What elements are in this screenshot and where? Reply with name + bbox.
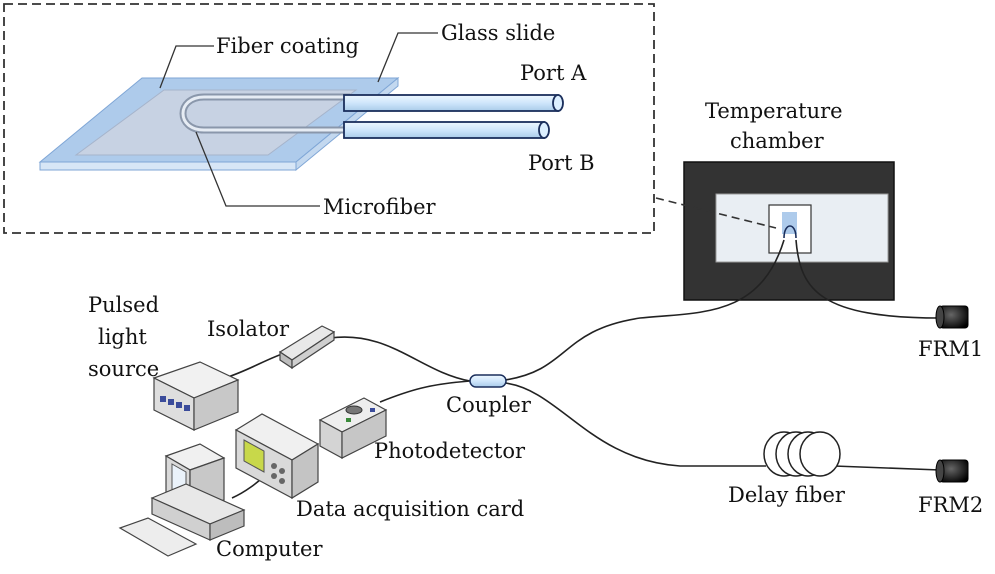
fiber-tube-port-a	[343, 94, 564, 112]
inset-connector-dashed	[655, 197, 777, 229]
delay-fiber-coil	[763, 431, 841, 477]
label-delay-fiber: Delay fiber	[728, 483, 846, 507]
label-daq: Data acquisition card	[296, 497, 524, 521]
keyboard	[118, 517, 198, 557]
pulsed-light-source	[152, 361, 240, 431]
frm1-mirror	[935, 305, 969, 329]
frm2-mirror	[935, 459, 969, 483]
leader-fiber-coating	[159, 45, 214, 89]
label-coupler: Coupler	[446, 393, 532, 417]
leader-glass-slide	[377, 32, 438, 83]
temperature-chamber	[683, 161, 895, 301]
label-port-b: Port B	[528, 151, 595, 175]
inset-dashed-box	[3, 3, 655, 234]
label-computer: Computer	[216, 537, 323, 561]
data-acquisition-card	[234, 413, 320, 500]
label-light: light	[98, 325, 147, 349]
label-isolator: Isolator	[207, 317, 290, 341]
label-chamber: chamber	[730, 129, 825, 153]
label-glass-slide: Glass slide	[441, 21, 555, 45]
label-source: source	[88, 357, 159, 381]
label-frm1: FRM1	[918, 337, 983, 361]
label-port-a: Port A	[520, 61, 587, 85]
label-fiber-coating: Fiber coating	[216, 34, 359, 58]
label-microfiber: Microfiber	[323, 195, 437, 219]
computer	[118, 443, 246, 557]
label-temperature: Temperature	[705, 99, 843, 123]
fiber-coating-layer	[74, 89, 358, 156]
label-photodetector: Photodetector	[374, 439, 526, 463]
label-frm2: FRM2	[918, 493, 983, 517]
leader-microfiber	[195, 131, 320, 207]
fiber-tube-port-b	[343, 121, 550, 139]
isolator	[278, 325, 336, 370]
photodetector	[318, 397, 388, 460]
label-pulsed: Pulsed	[88, 293, 159, 317]
coupler	[469, 374, 507, 388]
